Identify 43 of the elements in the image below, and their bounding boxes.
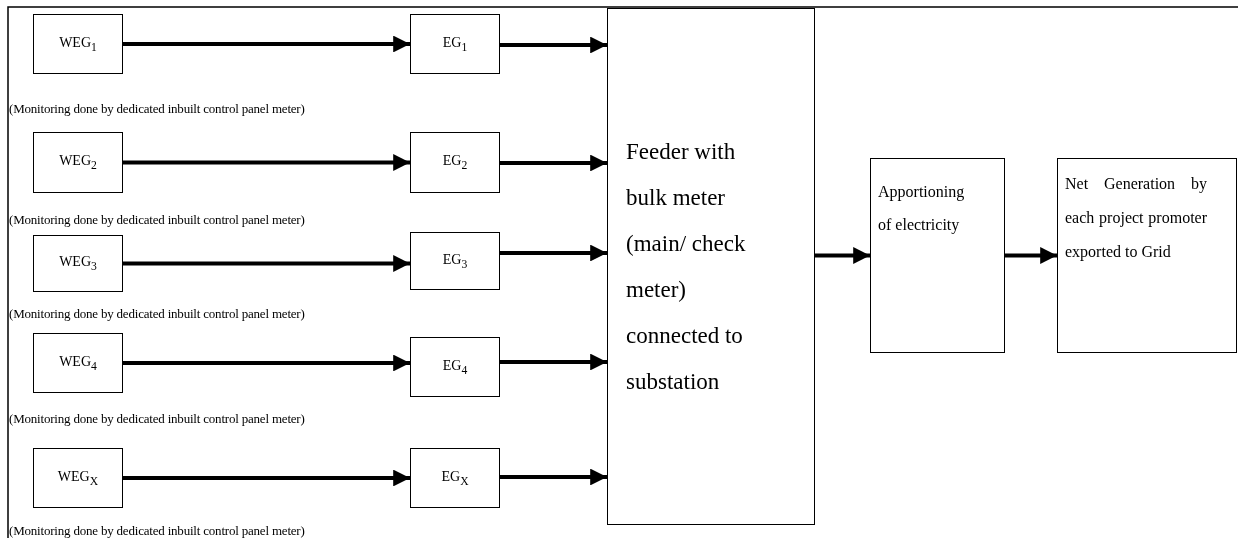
process-box	[410, 337, 500, 397]
box-label: EG$_{2}$	[442, 153, 468, 172]
process-box	[33, 235, 123, 292]
arrow	[123, 469, 410, 487]
arrow	[500, 468, 607, 486]
box-label: EG$_{4}$	[442, 357, 468, 377]
arrow	[123, 154, 410, 171]
caption-note: (Monitoring done by dedicated inbuilt control panel meter)	[9, 212, 305, 227]
arrow	[815, 247, 870, 264]
box-label: WEG$_{1}$	[59, 34, 97, 54]
arrow	[500, 244, 607, 262]
process-box	[410, 232, 500, 290]
process-box	[33, 448, 123, 508]
process-box	[1057, 158, 1237, 353]
process-box	[410, 14, 500, 74]
arrow	[123, 35, 410, 53]
box-label: EG$_{3}$	[442, 251, 468, 271]
box-label: EG$_{X}$	[441, 468, 469, 488]
arrow	[123, 255, 410, 272]
caption-note: (Monitoring done by dedicated inbuilt control panel meter)	[9, 523, 305, 538]
box-label: WEG$_{3}$	[59, 254, 97, 273]
box-label: WEG$_{2}$	[59, 153, 97, 172]
process-box	[870, 158, 1005, 353]
box-label: WEG$_{4}$	[59, 353, 97, 373]
box-label: Apportioning of electricity	[878, 182, 966, 236]
caption-note: (Monitoring done by dedicated inbuilt control panel meter)	[9, 101, 305, 116]
process-box	[33, 14, 123, 74]
caption-note: (Monitoring done by dedicated inbuilt control panel meter)	[9, 306, 305, 321]
box-label: WEG$_{X}$	[57, 468, 99, 488]
arrow	[500, 353, 607, 371]
process-box	[410, 132, 500, 193]
arrow	[123, 354, 410, 372]
box-label: Feeder with bulk meter (main/ check meter) connected to substation	[626, 137, 747, 396]
caption-note: (Monitoring done by dedicated inbuilt control panel meter)	[9, 411, 305, 426]
box-label: EG$_{1}$	[442, 34, 468, 54]
process-box	[410, 448, 500, 508]
arrow	[500, 36, 607, 54]
box-label: Net Generation by each project promoter exported to Grid	[1065, 174, 1207, 263]
process-box	[607, 8, 815, 525]
process-box	[33, 132, 123, 193]
process-box	[33, 333, 123, 393]
arrow	[1005, 247, 1057, 264]
arrow	[500, 154, 607, 172]
